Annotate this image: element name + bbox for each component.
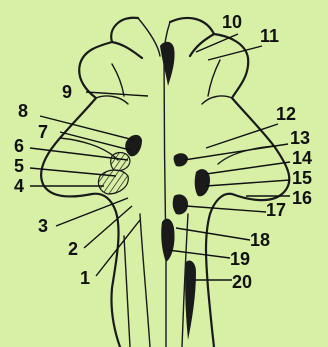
label-9: 9: [62, 82, 72, 102]
label-20: 20: [232, 272, 252, 292]
label-19: 19: [230, 249, 250, 269]
dark-structures: [98, 42, 210, 340]
label-4: 4: [14, 176, 24, 196]
label-17: 17: [266, 200, 286, 220]
leader-17: [186, 206, 266, 212]
leader-5: [30, 168, 116, 176]
leader-15: [206, 180, 290, 186]
label-18: 18: [250, 230, 270, 250]
leader-19: [168, 250, 230, 258]
leader-8: [40, 116, 134, 140]
label-13: 13: [290, 128, 310, 148]
leader-7: [60, 132, 130, 150]
label-2: 2: [68, 239, 78, 259]
label-11: 11: [260, 26, 279, 46]
leader-9: [86, 92, 148, 96]
leader-11: [208, 46, 262, 60]
label-14: 14: [292, 148, 312, 168]
label-15: 15: [292, 168, 312, 188]
leader-13: [184, 144, 288, 160]
label-6: 6: [14, 136, 24, 156]
label-8: 8: [18, 101, 28, 121]
label-5: 5: [14, 156, 24, 176]
label-16: 16: [292, 188, 312, 208]
label-3: 3: [38, 216, 48, 236]
label-10: 10: [222, 12, 242, 32]
label-7: 7: [38, 122, 48, 142]
label-12: 12: [276, 104, 296, 124]
label-1: 1: [80, 268, 90, 288]
